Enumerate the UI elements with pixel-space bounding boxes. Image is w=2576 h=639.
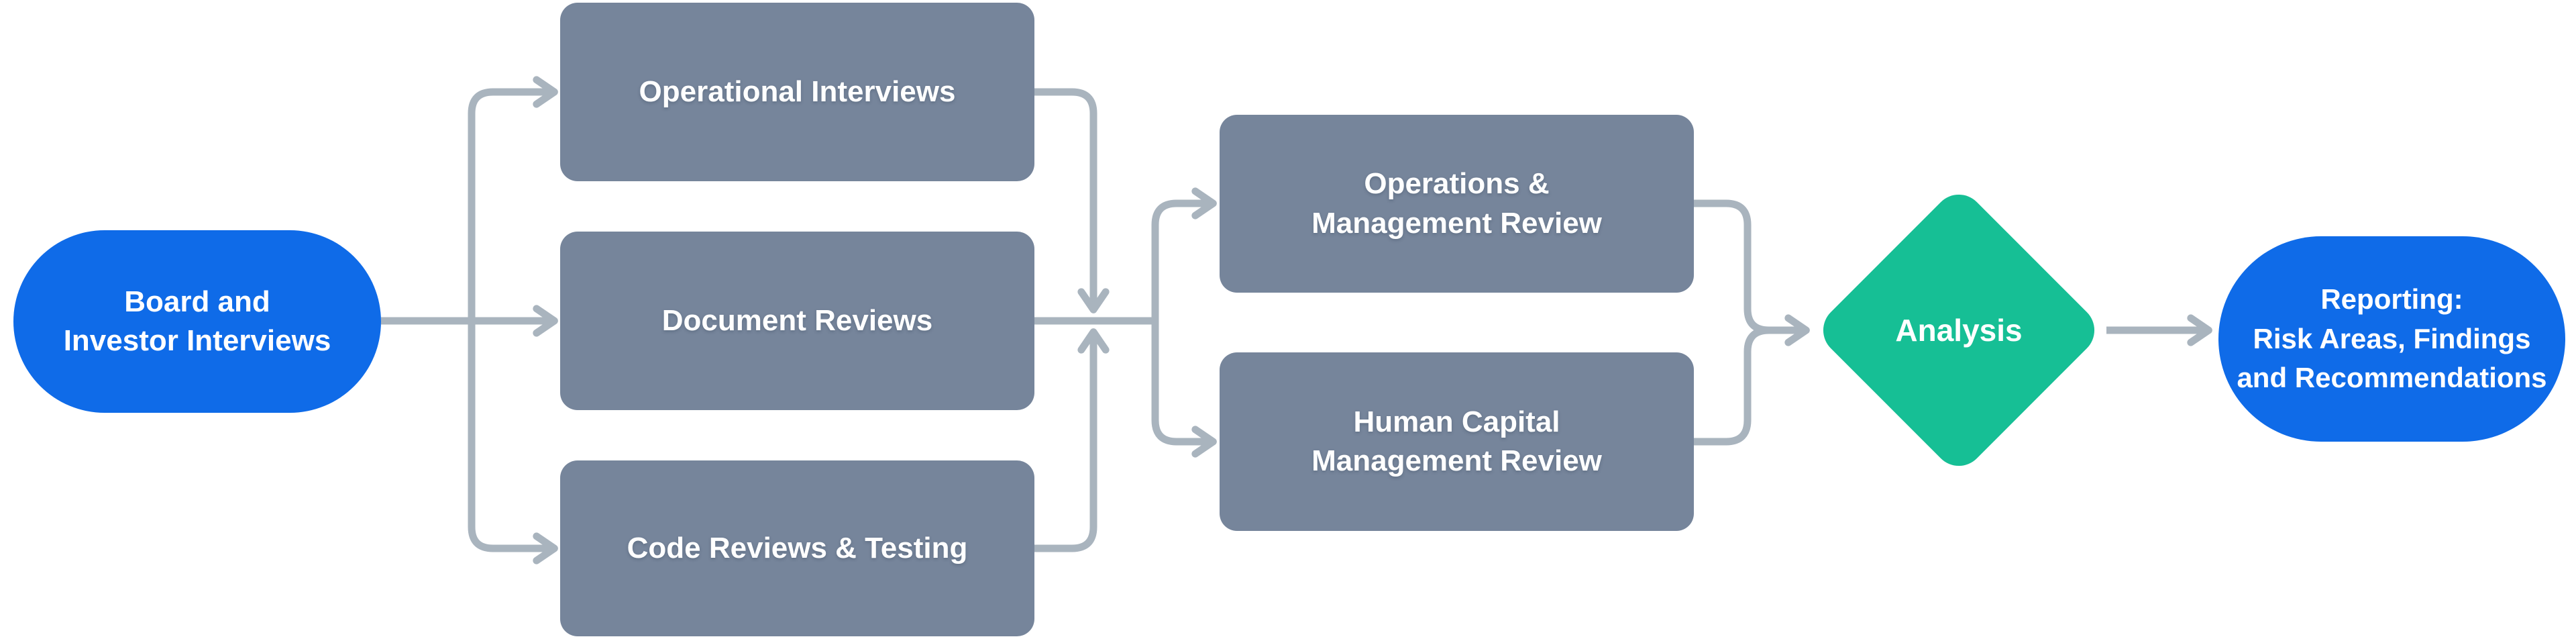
connector-start-to-code xyxy=(468,321,558,564)
connector-junction-to-operations xyxy=(1151,187,1217,321)
connector-human-capital-to-analysis xyxy=(1694,326,1770,446)
connector-operational-to-junction xyxy=(1034,88,1110,313)
connector-operations-to-analysis xyxy=(1694,199,1810,346)
node-operational-interviews: Operational Interviews xyxy=(560,3,1034,181)
node-operations-management-review: Operations &Management Review xyxy=(1220,115,1694,293)
connector-code-to-junction xyxy=(1034,328,1110,552)
node-analysis: Analysis xyxy=(1895,313,2023,348)
node-document-reviews: Document Reviews xyxy=(560,232,1034,410)
connector-junction-to-human-capital xyxy=(1151,321,1217,458)
node-code-reviews-testing: Code Reviews & Testing xyxy=(560,460,1034,636)
connector-start-to-operational xyxy=(468,76,558,321)
